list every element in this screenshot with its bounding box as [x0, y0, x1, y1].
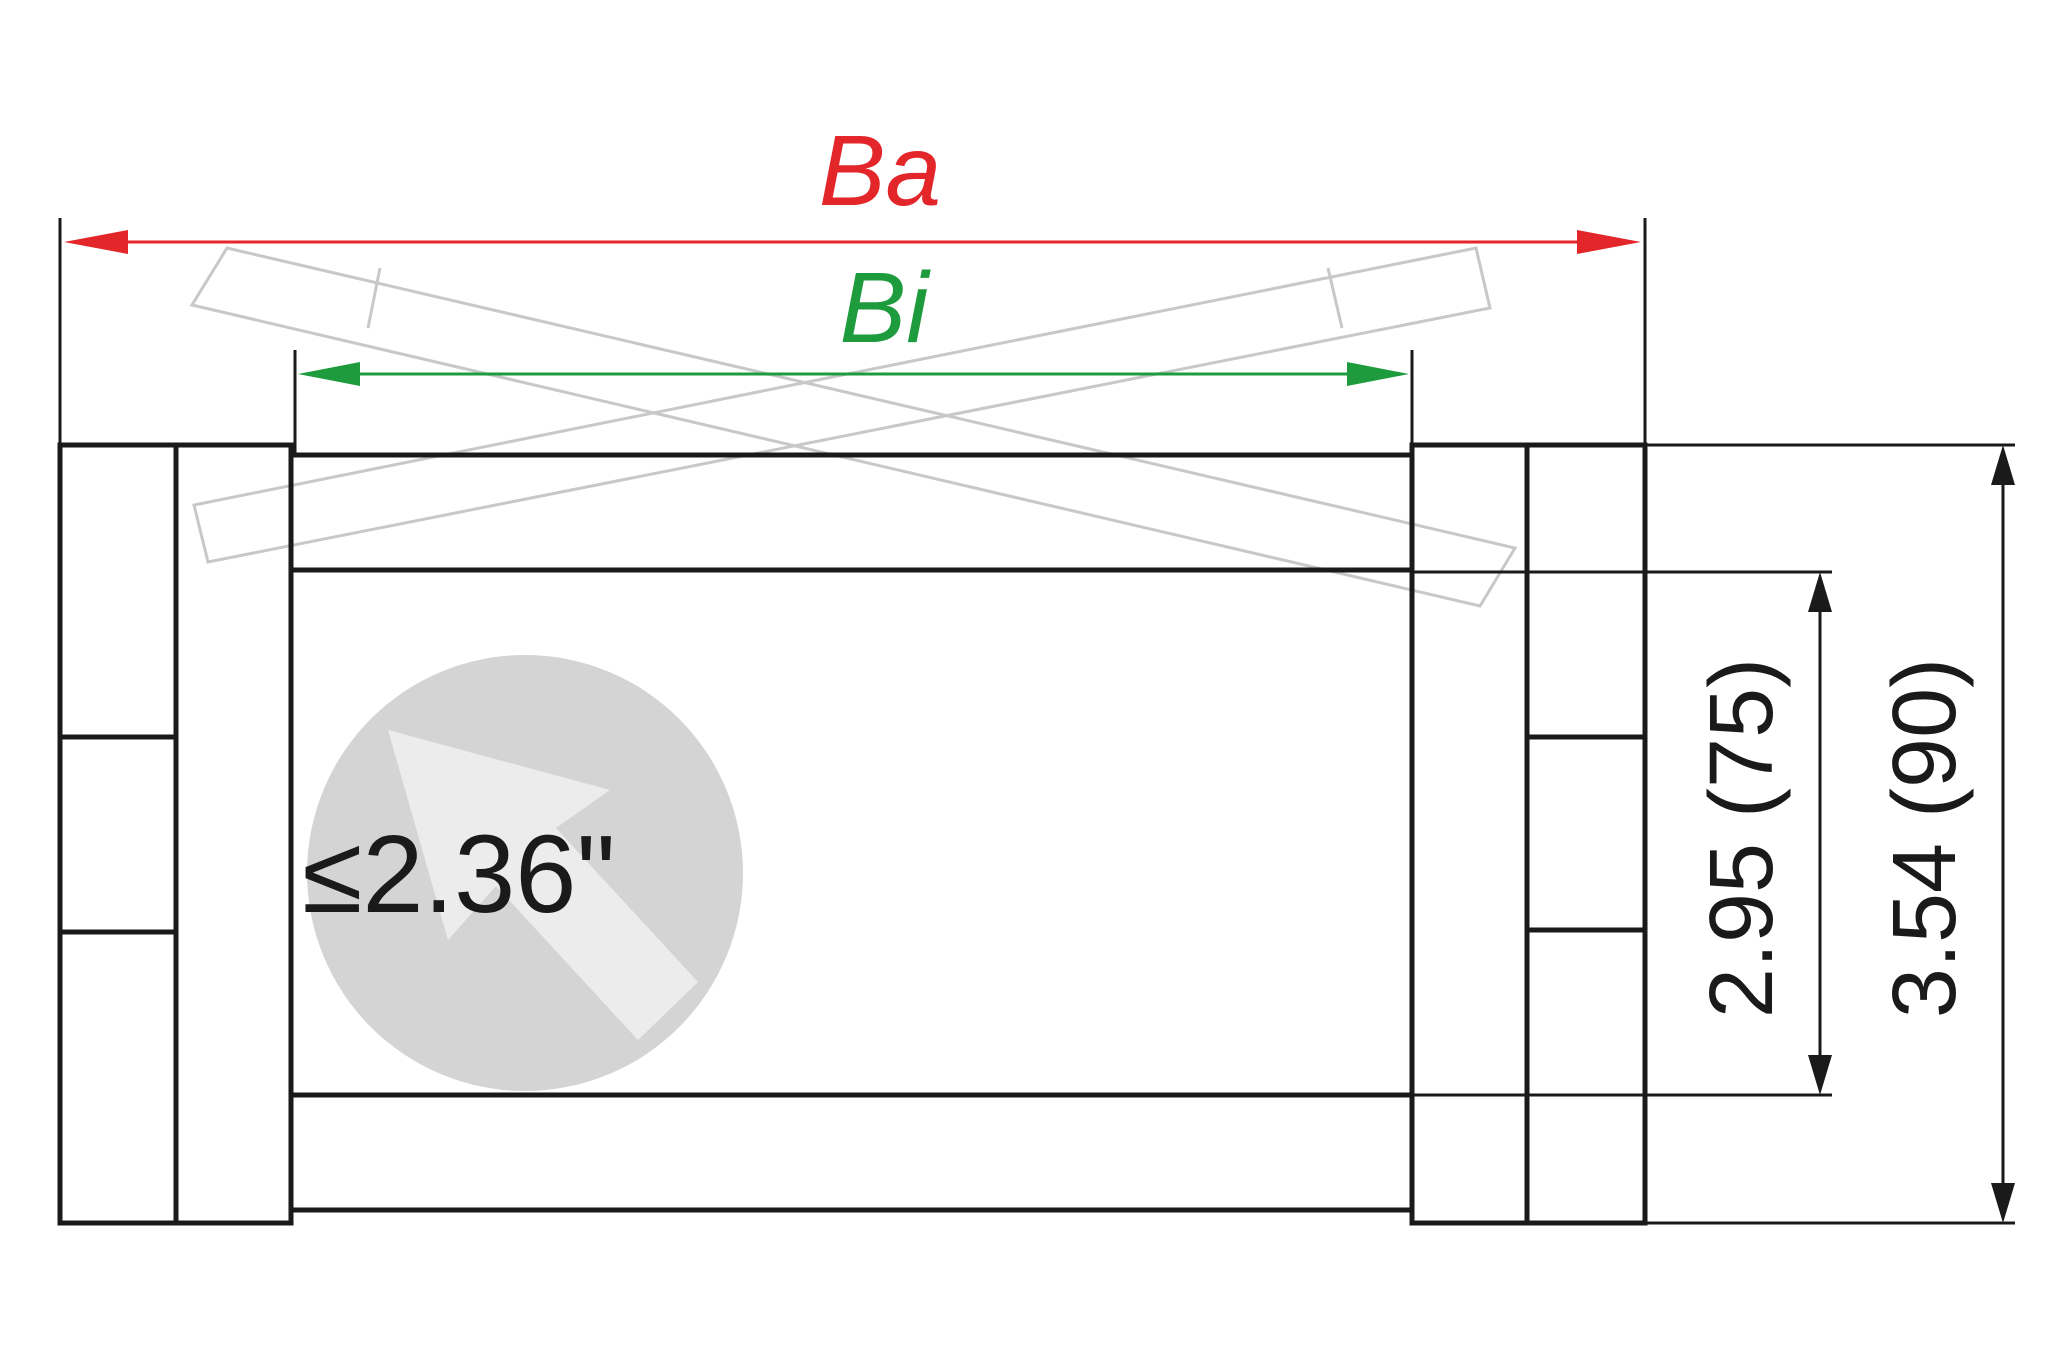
- ghost-hinge-left: [366, 267, 382, 329]
- diagonal-arrow-shape: [388, 730, 698, 1040]
- right-outer-sidebar: [1524, 442, 1648, 1226]
- inner-height-arrow-bottom: [1808, 1055, 1832, 1095]
- arrow-in-circle-icon: [307, 655, 743, 1091]
- bottom-crossbar: [288, 1092, 1415, 1213]
- inner-height-label: 2.95 (75): [1692, 658, 1792, 1018]
- inner-height-arrow-top: [1808, 572, 1832, 612]
- ba-arrow-left: [64, 230, 128, 254]
- height-dimension-lines: [1412, 443, 2015, 1225]
- ba-dimension: Ba: [64, 115, 1641, 254]
- left-outer-sidebar: [57, 442, 179, 1226]
- bi-arrow-right: [1347, 362, 1409, 386]
- outer-height-label: 3.54 (90): [1875, 658, 1975, 1018]
- right-inner-sidebar: [1409, 442, 1530, 1226]
- ba-label: Ba: [819, 115, 941, 227]
- bi-label: Bi: [840, 252, 932, 364]
- extension-lines: [58, 218, 1647, 455]
- left-inner-sidebar: [173, 442, 294, 1226]
- height-arrowheads: [1808, 445, 2015, 1223]
- ghost-crossbar-right: [192, 246, 1492, 564]
- outer-height-arrow-bottom: [1991, 1183, 2015, 1223]
- ghost-opening-crossbars: [189, 246, 1518, 608]
- ba-arrow-right: [1577, 230, 1641, 254]
- bi-arrow-left: [298, 362, 360, 386]
- chain-link: [57, 442, 1648, 1226]
- bi-dimension: Bi: [298, 252, 1409, 386]
- outer-height-arrow-top: [1991, 445, 2015, 485]
- max-cable-diameter-label: ≤2.36": [302, 813, 616, 936]
- ghost-crossbar-left: [189, 246, 1518, 608]
- ghost-hinge-right: [1326, 267, 1344, 329]
- top-crossbar: [288, 452, 1415, 573]
